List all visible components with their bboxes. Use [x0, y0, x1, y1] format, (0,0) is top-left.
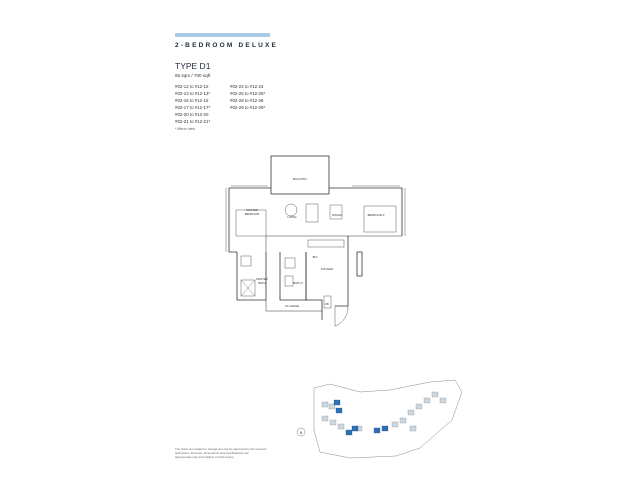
kitchen-label: KITCHEN [321, 267, 333, 271]
blocks [321, 391, 447, 432]
accent-bar [175, 33, 270, 37]
living-table [284, 203, 298, 217]
master-bath-wall [236, 252, 267, 301]
entrance-door [334, 305, 349, 327]
shaft [356, 251, 363, 277]
disclaimer-line: The plans are subject to change as may b… [175, 447, 267, 451]
shower-cross [240, 279, 256, 297]
unit-range: #02-24 to #12-24 [230, 84, 264, 89]
master-bath-shower [240, 279, 256, 297]
balcony-label: BALCONY [293, 177, 307, 181]
bedroom2-label: BEDROOM 2 [368, 213, 385, 217]
db-box [323, 295, 332, 309]
disclaimer: The plans are subject to change as may b… [175, 447, 285, 459]
ac-ledge-outline [265, 300, 322, 312]
outer-wall-left [228, 188, 237, 253]
disclaimer-line: approximate only and subject to final su… [175, 455, 234, 459]
unit-range: #02-25 to #12-25* [230, 91, 266, 96]
bath2-toilet [284, 275, 294, 287]
unit-range: #02-13 to #12-13* [175, 91, 211, 96]
bath2-basin [284, 257, 296, 269]
unit-range: #02-28 to #12-28 [230, 98, 264, 103]
north-arrow-icon [296, 427, 306, 437]
balcony-outline [270, 155, 330, 195]
dining-table [329, 204, 343, 220]
living-label: LIVING [287, 215, 296, 219]
kitchen-wall [305, 252, 323, 320]
kitchen-counter [307, 239, 345, 248]
bedroom2-bed [363, 205, 397, 233]
unit-list-col2: #02-24 to #12-24 #02-25 to #12-25* #02-2… [230, 83, 265, 111]
unit-type-title: TYPE D1 [175, 61, 211, 71]
sofa [305, 203, 319, 223]
bath2-label: BATH 2 [293, 281, 303, 285]
unit-range: #02-29 to #12-29* [230, 105, 266, 110]
master-bedroom-label: BEDROOM [245, 212, 260, 216]
highlighted-units [333, 399, 389, 436]
master-bath-label: MASTER [256, 277, 268, 281]
unit-category: 2-BEDROOM DELUXE [175, 42, 279, 49]
unit-list-col1: #02-12 to #12-12 #02-13 to #12-13* #02-1… [175, 83, 210, 125]
master-bed [235, 209, 267, 237]
unit-range: #02-16 to #12-16 [175, 98, 209, 103]
unit-range: #02-20 to #12-20 [175, 112, 209, 117]
disclaimer-line: authorities. All areas, dimensions and s… [175, 451, 249, 455]
master-bath-label: BATH [258, 281, 265, 285]
master-bath-basin [240, 255, 252, 267]
site-boundary [313, 379, 463, 459]
ac-ledge-label: AC LEDGE [285, 304, 299, 308]
outer-wall-top [229, 187, 403, 236]
unit-range: #02-12 to #12-12 [175, 84, 209, 89]
bio-label: BIO [313, 255, 319, 259]
unit-range: #02-21 to #12-21* [175, 119, 211, 124]
dining-label: DINING [332, 213, 342, 217]
unit-range: #02-17 to #12-17* [175, 105, 211, 110]
mirror-note: * Mirror view [175, 127, 195, 131]
db-label: DB [325, 302, 329, 306]
unit-area: 65 sqm / 700 sqft [175, 73, 211, 78]
master-bedroom-label: MASTER [246, 208, 258, 212]
north-label: N [300, 431, 303, 435]
